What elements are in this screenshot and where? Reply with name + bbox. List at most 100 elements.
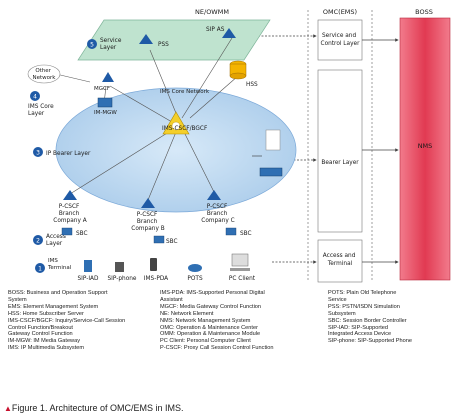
svg-text:IMS Core Layer: IMS Core Layer	[28, 104, 56, 117]
svg-text:MGCF: MGCF	[94, 86, 110, 92]
svg-text:PSS: PSS	[158, 42, 169, 48]
svg-text:P-CSCF Branch Comp: P-CSCF Branch Company B	[131, 212, 164, 232]
legend-item: IMS-PDA: IMS-Supported Personal Digital …	[160, 290, 265, 303]
svg-text:SIP-phone: SIP-phone	[108, 276, 137, 282]
ims-core-network-label: IMS Core Network	[160, 89, 210, 95]
sbc-icon	[225, 227, 237, 236]
branch-b: P-CSCF Branch Company B SBC	[131, 198, 178, 245]
omc-service-label: Service and Control Layer	[321, 33, 361, 47]
svg-text:P-CSCF Branch Comp: P-CSCF Branch Company A	[53, 204, 86, 224]
pots-phone-icon	[188, 264, 202, 272]
sbc-icon	[153, 235, 165, 244]
legend-item: SIP-phone: SIP-Supported Phone	[328, 338, 412, 345]
svg-text:1: 1	[38, 266, 42, 273]
svg-text:SBC: SBC	[240, 231, 252, 237]
omc-service-box	[317, 19, 363, 61]
layer-4: 4 IMS Core Layer	[28, 91, 56, 117]
terminal-sip-iad: SIP-IAD	[78, 260, 100, 282]
terminals-row: SIP-IAD SIP-phone IMS-PDA POTS PC Client	[78, 253, 256, 282]
layer-2: 2 Access Layer	[33, 234, 68, 247]
legend-item: NMS: Network Management System	[160, 317, 251, 324]
legend-item: OMM: Operation & Maintenance Module	[160, 331, 261, 338]
legend-item: NE: Network Element	[160, 310, 214, 317]
mgcf-icon	[102, 72, 114, 82]
bearer-devices	[252, 129, 283, 177]
terminal-pc-client: PC Client	[229, 253, 256, 282]
legend-item: PSS: PSTN/ISDN Simulation Subsystem	[328, 303, 400, 317]
pss-node: PSS	[139, 34, 169, 48]
svg-text:3: 3	[36, 150, 40, 157]
ip-bearer-ellipse	[55, 87, 297, 213]
nms-label: NMS	[418, 142, 433, 150]
im-mgw-node: IM-MGW	[94, 97, 117, 116]
svg-text:PC Client: PC Client	[229, 276, 256, 282]
branch-c: P-CSCF Branch Company C SBC	[201, 190, 252, 237]
svg-text:Access Layer: Access Layer	[46, 234, 68, 247]
service-plane	[77, 19, 271, 61]
connector-lines	[55, 37, 239, 201]
sbc-icon	[61, 227, 73, 236]
omc-access-box	[317, 239, 363, 283]
legend-item: P-CSCF: Proxy Call Session Control Funct…	[160, 345, 274, 352]
svg-text:IMS-CSCF/BGCF: IMS-CSCF/BGCF	[162, 126, 207, 132]
legend-item: HSS: Home Subscriber Server	[8, 310, 84, 317]
omc-bearer-box	[317, 69, 363, 233]
svg-text:HSS: HSS	[246, 82, 258, 88]
legend-column-1: BOSS: Business and Operation Support Sys…	[8, 290, 158, 352]
legend-item: POTS: Plain Old Telephone Service	[328, 290, 397, 303]
legend-item: IMS: IP Multimedia Subsystem	[8, 345, 85, 352]
svg-text:SBC: SBC	[76, 231, 88, 237]
svg-text:SIP AS: SIP AS	[206, 27, 225, 33]
mgcf-node: MGCF	[94, 72, 114, 92]
svg-text:Other Network: Other Network	[33, 68, 57, 81]
omc-access-label: Access and Terminal	[323, 253, 357, 267]
architecture-diagram: NE/OWMM OMC(EMS) BOSS NMS Service and Co…	[27, 8, 451, 283]
router-icon	[265, 129, 281, 151]
omc-bearer-label: Bearer Layer	[321, 160, 359, 166]
svg-text:Service Layer: Service Layer	[100, 38, 123, 51]
legend-item: MGCF: Media Gateway Control Function	[160, 303, 262, 310]
caption-text: Figure 1. Architecture of OMC/EMS in IMS…	[11, 403, 184, 413]
iad-icon	[84, 260, 92, 272]
sip-as-icon	[222, 28, 236, 38]
cloud-icon	[27, 64, 61, 84]
svg-text:IP Bearer Layer: IP Bearer Layer	[46, 151, 91, 157]
legend-item: OMC: Operation & Maintenance Center	[160, 324, 258, 331]
legend-item: EMS: Element Management System	[8, 303, 99, 310]
layer-3: 3 IP Bearer Layer	[33, 147, 91, 157]
pcscf-icon	[207, 190, 221, 200]
legend-item: SIP-IAD: SIP-Supported Integrated Access…	[328, 324, 392, 338]
svg-text:2: 2	[36, 238, 40, 245]
caption-triangle-icon: ▲	[4, 404, 12, 413]
switch-icon	[259, 167, 283, 177]
other-network-node: Other Network	[27, 64, 61, 84]
pcscf-icon	[141, 198, 155, 208]
svg-text:4: 4	[33, 94, 37, 101]
figure-caption: ▲Figure 1. Architecture of OMC/EMS in IM…	[4, 403, 183, 413]
header-ne-ownm: NE/OWMM	[195, 8, 229, 16]
legend-column-2: IMS-PDA: IMS-Supported Personal Digital …	[160, 290, 325, 352]
terminal-pots: POTS	[187, 264, 203, 282]
layer-5: 5 Service Layer	[87, 38, 123, 51]
legend-item: PC Client: Personal Computer Client	[160, 338, 251, 345]
pss-icon	[139, 34, 153, 44]
svg-text:IMS-PDA: IMS-PDA	[144, 276, 168, 282]
svg-text:5: 5	[90, 42, 94, 49]
sip-as-node: SIP AS	[206, 27, 236, 38]
hss-node: HSS	[229, 60, 258, 88]
layer-markers: 5 Service Layer 4 IMS Core Layer 3 IP Be…	[28, 38, 123, 273]
svg-text:P-CSCF Branch Comp: P-CSCF Branch Company C	[201, 204, 234, 224]
pda-icon	[150, 258, 157, 271]
svg-text:SIP-IAD: SIP-IAD	[78, 276, 100, 282]
nms-bar	[399, 17, 451, 281]
branch-a: P-CSCF Branch Company A SBC	[53, 190, 88, 237]
legend-item: IM-MGW: IM Media Gateway	[8, 338, 81, 345]
ims-cscf-bgcf-node: IMS-CSCF/BGCF	[162, 111, 207, 135]
svg-text:IM-MGW: IM-MGW	[94, 110, 117, 116]
pcscf-icon	[63, 190, 77, 200]
phone-icon	[115, 262, 124, 272]
terminal-ims-pda: IMS-PDA	[144, 258, 168, 282]
svg-text:POTS: POTS	[187, 276, 203, 282]
svg-text:IMS Terminal: IMS Terminal	[47, 258, 72, 271]
